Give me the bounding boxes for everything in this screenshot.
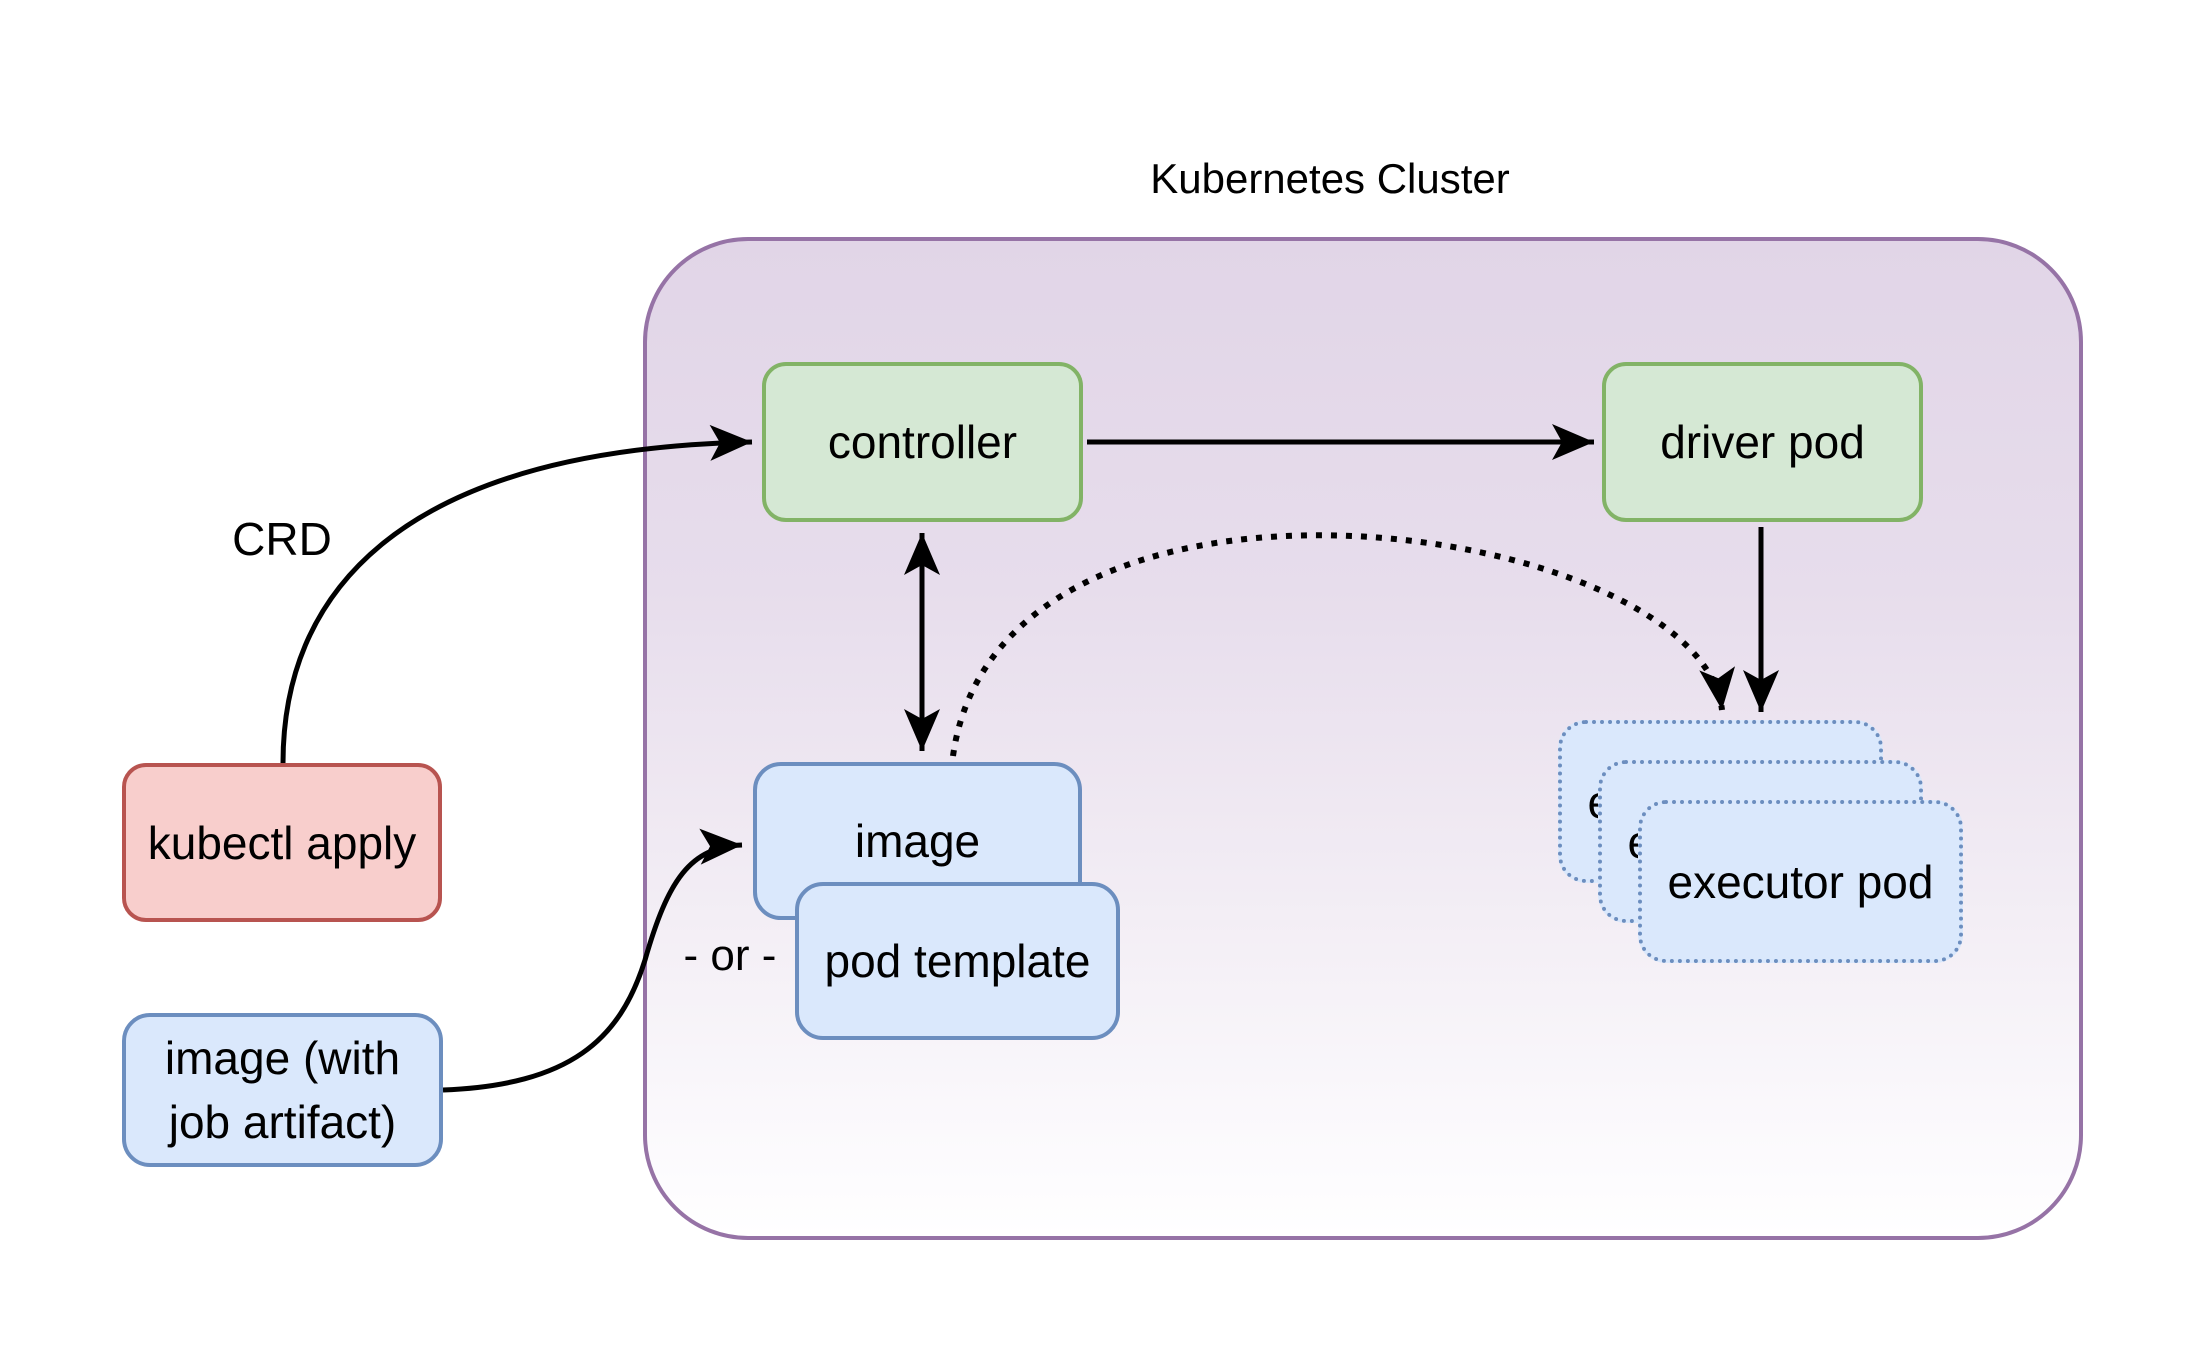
node-image-label: image bbox=[854, 815, 981, 867]
node-kubectl-apply: kubectl apply bbox=[122, 763, 442, 922]
job-image-line1: image (with bbox=[164, 1032, 401, 1084]
node-driver-pod-label: driver pod bbox=[1660, 416, 1865, 468]
node-kubectl-apply-label: kubectl apply bbox=[147, 816, 417, 869]
job-image-line2: job artifact) bbox=[168, 1096, 397, 1148]
diagram-title: Kubernetes Cluster bbox=[1150, 155, 1510, 202]
node-executor-pod-front: executor pod bbox=[1638, 800, 1963, 963]
label-or: - or - bbox=[683, 931, 777, 980]
arrow-job-image-to-image bbox=[442, 828, 743, 1093]
node-controller: controller bbox=[762, 362, 1083, 522]
node-driver-pod: driver pod bbox=[1602, 362, 1923, 522]
arrow-image-to-executors-dotted bbox=[950, 532, 1735, 757]
arrow-kubectl-to-controller bbox=[280, 424, 753, 764]
node-executor-pod-front-label: executor pod bbox=[1667, 855, 1934, 908]
node-image-with-job-artifact-label: image (with job artifact) bbox=[165, 1026, 400, 1154]
node-pod-template: pod template bbox=[795, 882, 1120, 1040]
node-pod-template-label: pod template bbox=[824, 935, 1091, 987]
node-controller-label: controller bbox=[827, 416, 1018, 468]
edge-label-crd: CRD bbox=[232, 513, 332, 565]
node-image-with-job-artifact: image (with job artifact) bbox=[122, 1013, 443, 1167]
